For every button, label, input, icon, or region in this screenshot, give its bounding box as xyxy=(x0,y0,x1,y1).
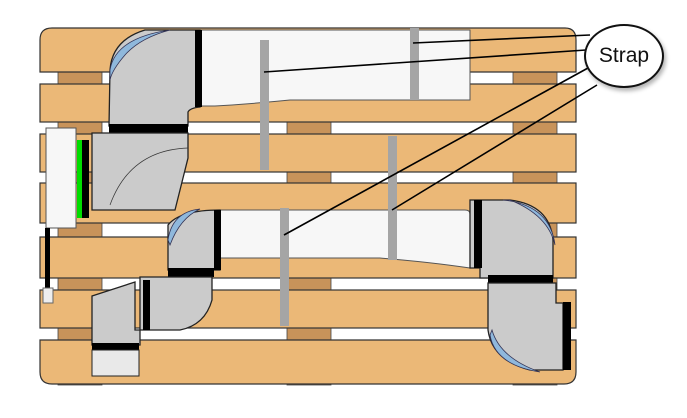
straps xyxy=(260,28,419,326)
strap-leader-lines xyxy=(263,34,598,236)
strap-callout: Strap xyxy=(584,24,664,88)
